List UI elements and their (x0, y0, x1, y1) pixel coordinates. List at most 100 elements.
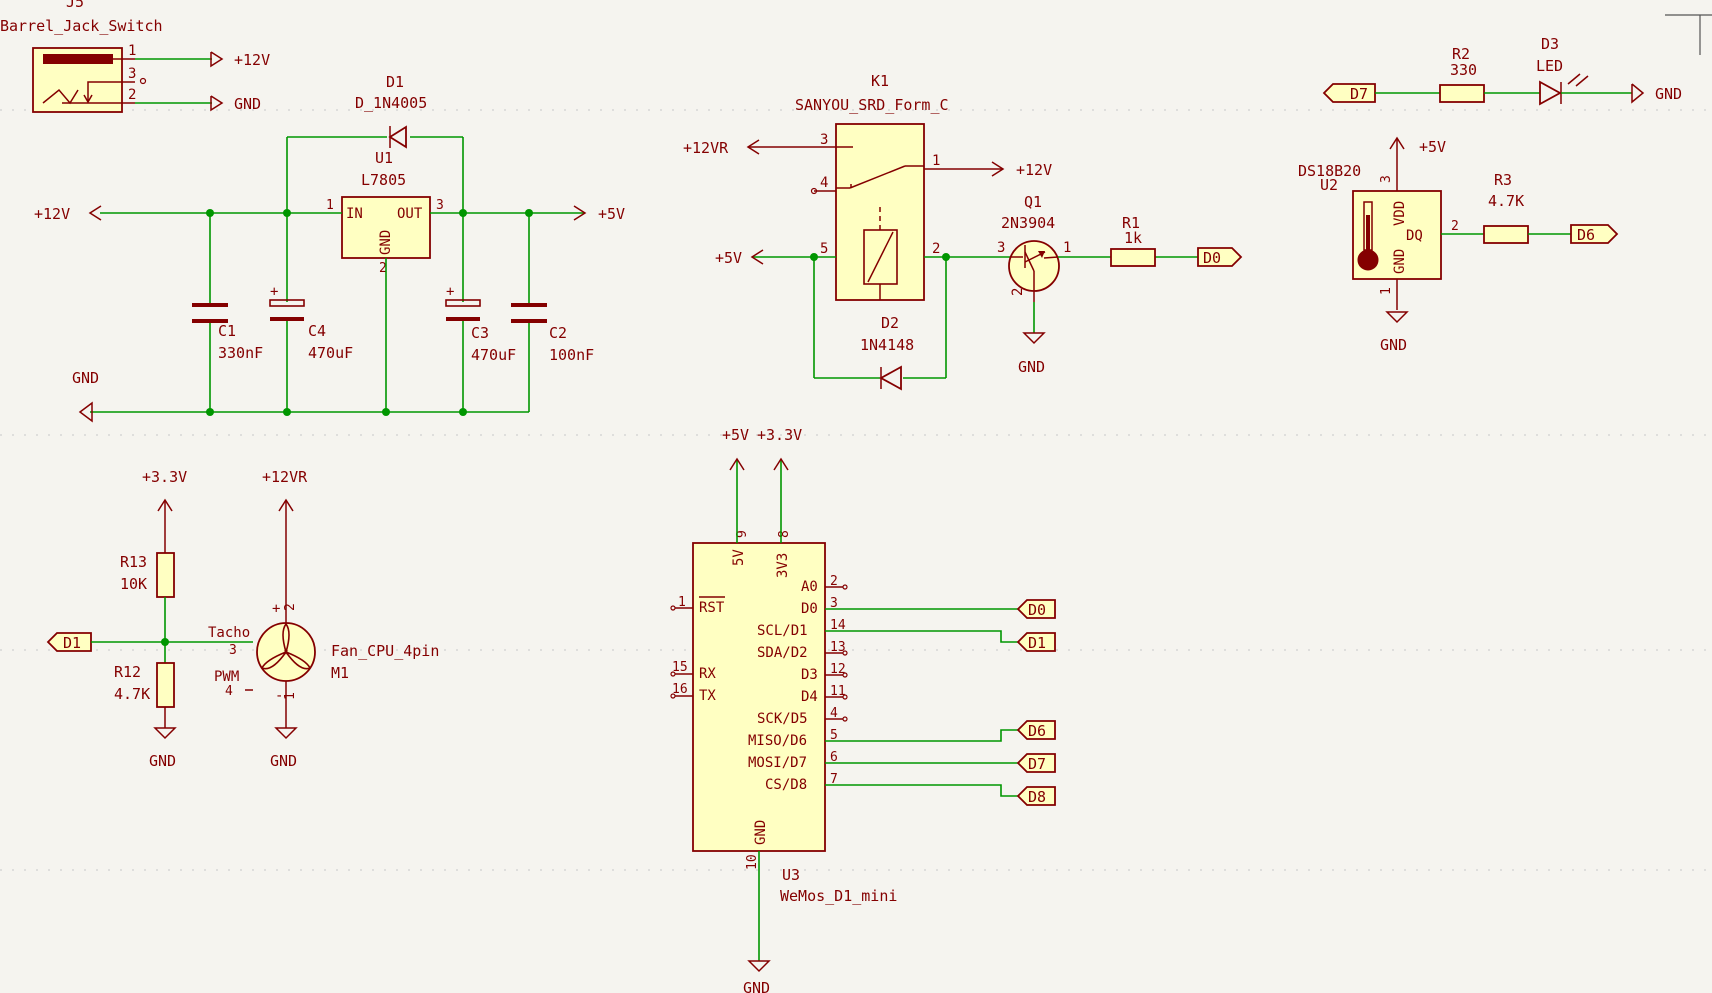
svg-text:A0: A0 (801, 579, 818, 595)
mcu-u3[interactable]: 5V 3V3 9 8 GND 10 U3 WeMos_D1_mini (692, 530, 897, 905)
svg-text:Q1: Q1 (1024, 193, 1042, 211)
svg-text:D3: D3 (801, 667, 818, 683)
svg-text:+12V: +12V (1016, 161, 1052, 179)
resistor-r3[interactable]: R3 4.7K (1483, 171, 1529, 244)
svg-text:GND: GND (753, 820, 769, 845)
svg-text:1: 1 (1063, 240, 1071, 256)
u3-pin-d7: MOSI/D7 6 (748, 750, 838, 771)
svg-text:GND: GND (72, 369, 99, 387)
svg-text:+3.3V: +3.3V (757, 426, 802, 444)
diode-d2[interactable]: D2 1N4148 (860, 314, 914, 391)
svg-text:D0: D0 (801, 601, 818, 617)
svg-text:2: 2 (830, 574, 838, 589)
junctions-regulator (206, 209, 533, 416)
capacitor-c4[interactable]: + C4 470uF (269, 213, 353, 412)
u3-pin-d4: D4 11 (801, 684, 848, 705)
u3-pin-d8: CS/D8 7 (765, 772, 838, 793)
power-12v-k1: +12V (991, 161, 1052, 179)
svg-text:MOSI/D7: MOSI/D7 (748, 755, 807, 771)
relay-k1[interactable]: 3 4 1 5 2 K1 SANYOU_SRD_Form_C (795, 72, 949, 301)
svg-text:MISO/D6: MISO/D6 (748, 733, 807, 749)
svg-text:2: 2 (379, 261, 387, 276)
resistor-r2[interactable]: R2 330 (1439, 45, 1485, 103)
svg-text:C2: C2 (549, 324, 567, 342)
svg-text:U3: U3 (782, 866, 800, 884)
svg-text:C4: C4 (308, 322, 326, 340)
resistor-r12[interactable]: R12 4.7K (114, 662, 175, 708)
svg-text:Tacho: Tacho (208, 625, 250, 641)
svg-text:C3: C3 (471, 324, 489, 342)
svg-text:J5: J5 (66, 0, 84, 11)
svg-text:R13: R13 (120, 553, 147, 571)
svg-text:WeMos_D1_mini: WeMos_D1_mini (780, 887, 897, 905)
svg-text:SCL/D1: SCL/D1 (757, 623, 808, 639)
svg-text:1k: 1k (1124, 229, 1142, 247)
u3-pin-d6: MISO/D6 5 (748, 728, 838, 749)
svg-text:R2: R2 (1452, 45, 1470, 63)
svg-text:5V: 5V (731, 549, 747, 566)
resistor-r13[interactable]: R13 10K (120, 552, 175, 598)
u3-pin-rx: RX 15 (670, 660, 716, 682)
power-12vr-k1: +12VR (683, 139, 760, 157)
svg-text:3: 3 (436, 198, 444, 213)
svg-text:GND: GND (234, 95, 261, 113)
svg-text:IN: IN (346, 206, 363, 222)
svg-text:VDD: VDD (1392, 201, 1408, 226)
diode-d1[interactable]: D1 D_1N4005 (355, 73, 427, 149)
gnd-reg: GND (72, 369, 99, 423)
svg-text:11: 11 (830, 684, 846, 699)
fan-m1[interactable]: Tacho PWM 3 4 2 1 + - Fan_CPU_4pin M1 (208, 601, 439, 704)
svg-text:3: 3 (128, 66, 136, 82)
svg-text:GND: GND (1018, 358, 1045, 376)
svg-text:DS18B20: DS18B20 (1298, 162, 1361, 180)
gnd-j5: GND (210, 95, 261, 113)
svg-text:13: 13 (830, 640, 846, 655)
svg-text:3: 3 (997, 240, 1005, 256)
regulator-u1[interactable]: IN OUT GND 1 3 2 U1 L7805 (326, 149, 444, 276)
capacitor-c2[interactable]: C2 100nF (511, 213, 594, 412)
svg-text:K1: K1 (871, 72, 889, 90)
svg-text:R1: R1 (1122, 214, 1140, 232)
svg-text:RST: RST (699, 600, 725, 616)
svg-text:5: 5 (830, 728, 838, 743)
junction-k1-left (810, 253, 818, 261)
svg-text:1: 1 (678, 595, 686, 610)
power-33v-u3: +3.3V (757, 426, 802, 471)
svg-text:14: 14 (830, 618, 846, 633)
capacitor-c1[interactable]: C1 330nF (192, 213, 263, 412)
capacitor-c3[interactable]: + C3 470uF (445, 213, 516, 412)
svg-text:2: 2 (283, 603, 298, 611)
svg-text:L7805: L7805 (361, 171, 406, 189)
svg-text:2: 2 (128, 87, 136, 103)
svg-text:+12V: +12V (34, 205, 70, 223)
label-u3-d1: D1 (1016, 632, 1056, 652)
svg-text:2: 2 (932, 241, 940, 257)
svg-text:1N4148: 1N4148 (860, 336, 914, 354)
power-5v-reg: +5V (573, 205, 625, 223)
svg-text:3: 3 (830, 596, 838, 611)
svg-text:1: 1 (326, 198, 334, 213)
svg-text:D6: D6 (1577, 226, 1595, 244)
svg-text:OUT: OUT (397, 206, 423, 222)
transistor-q1[interactable]: 3 1 2 Q1 2N3904 (997, 193, 1071, 302)
barrel-jack-j5[interactable]: 1 3 2 J5 Barrel_Jack_Switch (0, 0, 163, 113)
svg-text:4.7K: 4.7K (1488, 192, 1524, 210)
label-d0-r1: D0 (1197, 247, 1243, 267)
svg-text:D7: D7 (1350, 85, 1368, 103)
svg-text:D4: D4 (801, 689, 818, 705)
svg-text:+12VR: +12VR (683, 139, 729, 157)
svg-text:3V3: 3V3 (775, 553, 791, 578)
label-u3-d8: D8 (1016, 786, 1056, 806)
svg-text:1: 1 (1379, 287, 1394, 295)
svg-text:D0: D0 (1028, 601, 1046, 619)
svg-text:D1: D1 (63, 634, 81, 652)
label-d6-r3: D6 (1570, 224, 1619, 244)
sensor-u2[interactable]: VDD DQ GND 3 2 1 DS18B20 U2 (1298, 162, 1459, 295)
svg-text:GND: GND (149, 752, 176, 770)
svg-text:D7: D7 (1028, 755, 1046, 773)
svg-text:SDA/D2: SDA/D2 (757, 645, 808, 661)
power-5v-u3: +5V (722, 426, 749, 471)
resistor-r1[interactable]: R1 1k (1110, 214, 1156, 267)
svg-text:470uF: 470uF (308, 344, 353, 362)
